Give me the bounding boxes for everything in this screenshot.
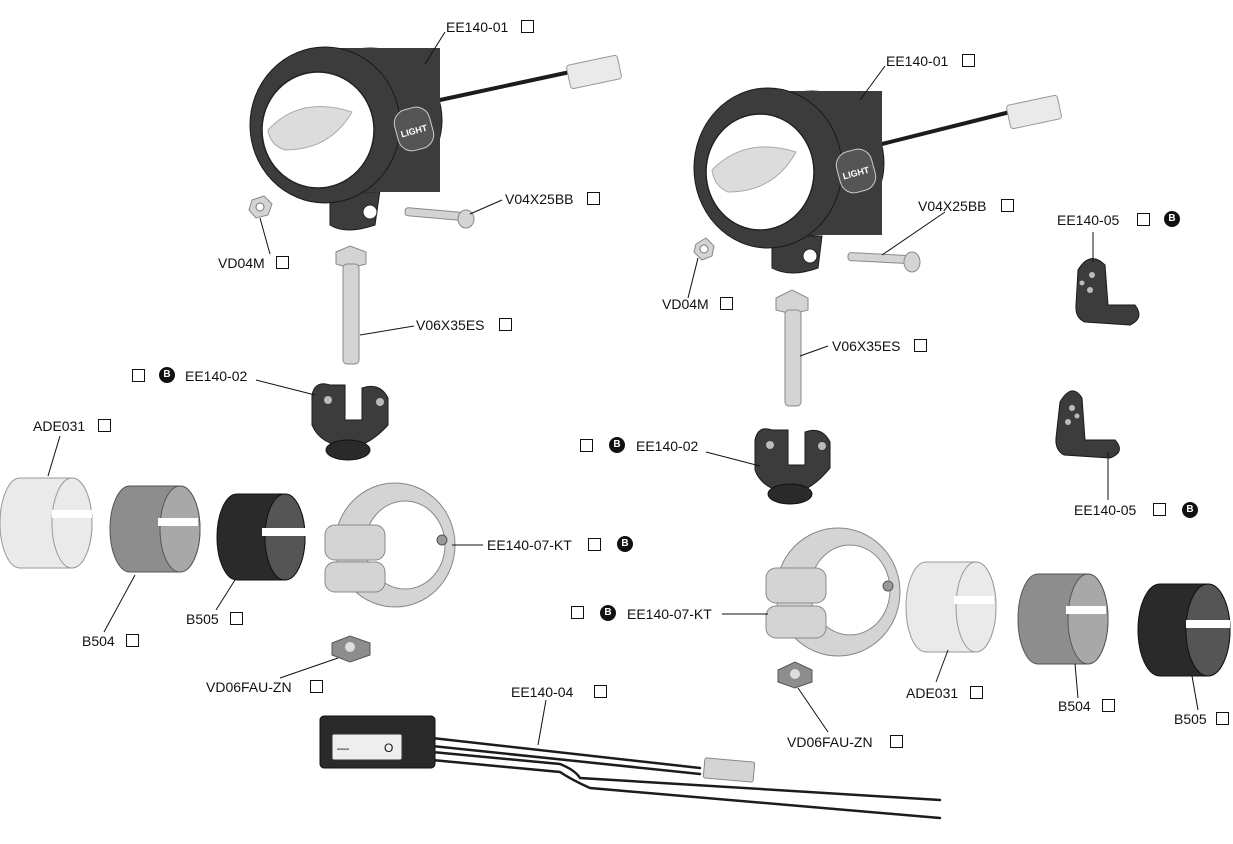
label-vd04m-right: VD04M <box>662 296 709 312</box>
checkbox-v04x25bb-right[interactable] <box>1001 199 1014 212</box>
label-ee140-07-kt-left: EE140-07-KT <box>487 537 572 553</box>
checkbox-ee140-01-left[interactable] <box>521 20 534 33</box>
checkbox-vd04m-left[interactable] <box>276 256 289 269</box>
checkbox-ee140-02-left[interactable] <box>132 369 145 382</box>
label-ee140-01-right: EE140-01 <box>886 53 949 69</box>
switch-off-symbol: — <box>337 741 349 755</box>
nut-vd04m-right <box>693 237 715 261</box>
checkbox-vd04m-right[interactable] <box>720 297 733 310</box>
sleeve-b505-left <box>216 493 306 581</box>
sleeve-b504-left <box>109 485 201 573</box>
checkbox-b504-left[interactable] <box>126 634 139 647</box>
clamp-ee140-07-kt-right <box>765 527 901 657</box>
bolt-v06x35es-left <box>335 245 367 365</box>
label-b505-right: B505 <box>1174 711 1207 727</box>
label-vd04m-left: VD04M <box>218 255 265 271</box>
sleeve-b505-right <box>1137 583 1231 677</box>
checkbox-b505-right[interactable] <box>1216 712 1229 725</box>
checkbox-ee140-07-kt-right[interactable] <box>571 606 584 619</box>
nut-vd06fau-zn-left <box>331 635 371 663</box>
checkbox-ee140-04[interactable] <box>594 685 607 698</box>
bolt-v04x25bb-left <box>404 207 475 229</box>
sleeve-ade031-right <box>905 561 997 653</box>
checkbox-ee140-01-right[interactable] <box>962 54 975 67</box>
checkbox-ee140-02-right[interactable] <box>580 439 593 452</box>
label-vd06fau-zn-left: VD06FAU-ZN <box>206 679 292 695</box>
switch-on-symbol: O <box>384 741 393 755</box>
checkbox-b505-left[interactable] <box>230 612 243 625</box>
bracket-ee140-02-left <box>311 383 389 461</box>
label-ade031-right: ADE031 <box>906 685 959 701</box>
checkbox-v06x35es-right[interactable] <box>914 339 927 352</box>
badge-ee140-05-bottom: B <box>1182 502 1198 518</box>
sleeve-b504-right <box>1017 573 1109 665</box>
label-ee140-01-left: EE140-01 <box>446 19 509 35</box>
led-light-right: LIGHT <box>693 87 1062 274</box>
leader-lines <box>47 31 1199 746</box>
checkbox-ee140-07-kt-left[interactable] <box>588 538 601 551</box>
bracket-ee140-05-top <box>1075 258 1140 326</box>
nut-vd06fau-zn-right <box>777 661 813 689</box>
badge-ee140-07-kt-right: B <box>600 605 616 621</box>
bracket-ee140-02-right <box>754 428 831 505</box>
label-ee140-04: EE140-04 <box>511 684 574 700</box>
nut-vd04m-left <box>248 195 273 219</box>
badge-ee140-07-kt-left: B <box>617 536 633 552</box>
label-ade031-left: ADE031 <box>33 418 86 434</box>
checkbox-ade031-right[interactable] <box>970 686 983 699</box>
checkbox-v06x35es-left[interactable] <box>499 318 512 331</box>
label-v04x25bb-right: V04X25BB <box>918 198 987 214</box>
bracket-ee140-05-bottom <box>1055 390 1120 459</box>
checkbox-ade031-left[interactable] <box>98 419 111 432</box>
checkbox-vd06fau-zn-left[interactable] <box>310 680 323 693</box>
bolt-v04x25bb-right <box>847 251 921 273</box>
label-b504-right: B504 <box>1058 698 1091 714</box>
badge-ee140-02-left: B <box>159 367 175 383</box>
label-v06x35es-right: V06X35ES <box>832 338 901 354</box>
label-b505-left: B505 <box>186 611 219 627</box>
label-ee140-05-top: EE140-05 <box>1057 212 1120 228</box>
checkbox-ee140-05-top[interactable] <box>1137 213 1150 226</box>
checkbox-v04x25bb-left[interactable] <box>587 192 600 205</box>
label-ee140-02-left: EE140-02 <box>185 368 248 384</box>
bolt-v06x35es-right <box>775 289 809 407</box>
label-ee140-05-bottom: EE140-05 <box>1074 502 1137 518</box>
label-v04x25bb-left: V04X25BB <box>505 191 574 207</box>
sleeve-ade031-left <box>0 477 93 569</box>
label-v06x35es-left: V06X35ES <box>416 317 485 333</box>
label-vd06fau-zn-right: VD06FAU-ZN <box>787 734 873 750</box>
badge-ee140-05-top: B <box>1164 211 1180 227</box>
clamp-ee140-07-kt-left <box>324 482 456 608</box>
label-ee140-07-kt-right: EE140-07-KT <box>627 606 712 622</box>
badge-ee140-02-right: B <box>609 437 625 453</box>
label-ee140-02-right: EE140-02 <box>636 438 699 454</box>
checkbox-b504-right[interactable] <box>1102 699 1115 712</box>
checkbox-vd06fau-zn-right[interactable] <box>890 735 903 748</box>
led-light-left: LIGHT <box>249 46 622 231</box>
label-b504-left: B504 <box>82 633 115 649</box>
checkbox-ee140-05-bottom[interactable] <box>1153 503 1166 516</box>
switch-harness-ee140-04: — O <box>319 715 942 820</box>
